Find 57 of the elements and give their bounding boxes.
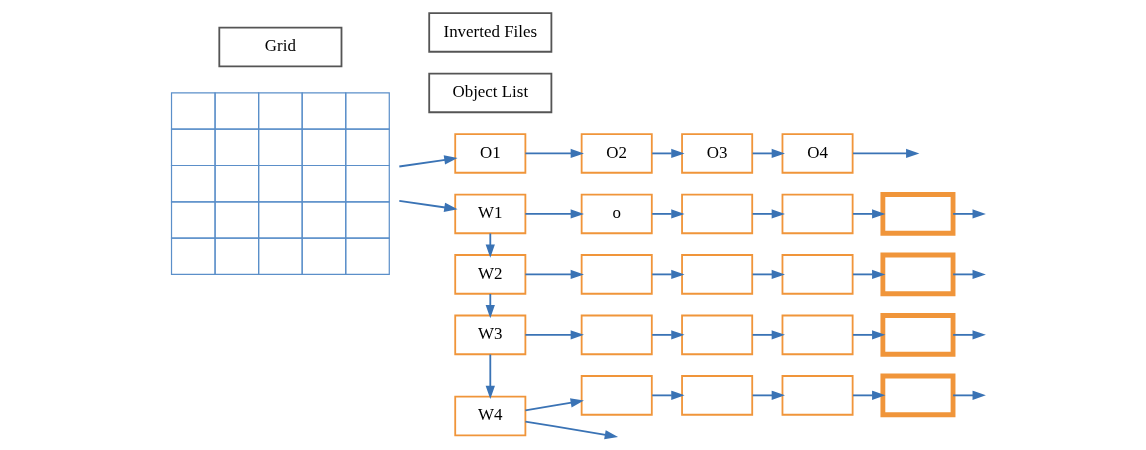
arrow [852,330,886,340]
arrow [751,269,785,280]
arrow [485,353,495,400]
arrow [398,199,458,212]
arrow [524,398,584,412]
node-box: W1 [454,193,527,235]
arrow [952,330,986,340]
arrow [524,148,584,159]
arrow [852,390,886,401]
arrow [651,390,685,401]
node-box: Inverted Files [428,12,553,53]
arrow [651,148,685,159]
arrow [524,209,584,219]
node-box: O2 [580,133,653,174]
node-box [781,254,854,295]
arrow [852,269,886,280]
arrow [524,330,584,340]
node-box: o [580,193,653,235]
arrow [651,269,685,280]
node-box: O4 [781,133,854,174]
arrow [651,209,685,219]
node-box [880,192,956,236]
arrow [751,148,785,159]
node-box: O3 [681,133,754,174]
node-box [681,375,754,416]
arrow [952,269,986,280]
node-box [681,193,754,235]
node-box: W3 [454,314,527,356]
node-box [781,314,854,356]
node-box [681,254,754,295]
node-box: O1 [454,133,527,174]
arrow [751,390,785,401]
arrow [751,209,785,219]
arrow [524,420,619,440]
arrow [524,269,584,280]
node-box [781,193,854,235]
arrow [751,330,785,340]
arrow [485,232,495,258]
arrow [852,209,886,219]
arrow [651,330,685,340]
node-box: W2 [454,254,527,295]
arrow [852,148,920,159]
arrow [485,293,495,319]
node-box: Object List [428,72,553,114]
node-box [580,254,653,295]
node-box [580,314,653,356]
node-box [880,252,956,297]
node-box: W4 [454,395,527,437]
arrow [952,209,986,219]
arrow [952,390,986,401]
node-box [781,375,854,416]
node-box [681,314,754,356]
node-box: Grid [218,26,343,68]
arrow [398,155,458,168]
node-box [580,375,653,416]
node-box [880,373,956,418]
node-box [880,313,956,357]
